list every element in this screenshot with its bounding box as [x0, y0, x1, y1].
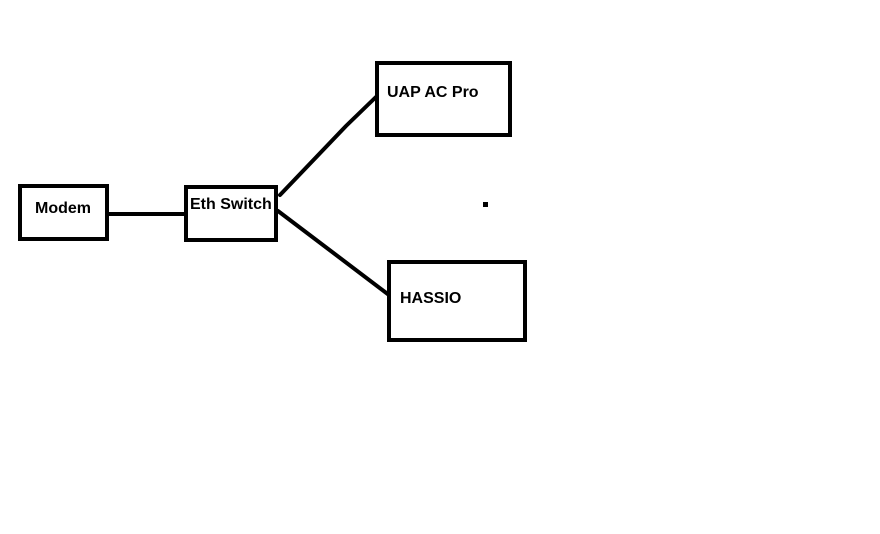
- node-eth-switch-box: [184, 185, 278, 242]
- node-eth-switch: Eth Switch: [184, 185, 278, 242]
- node-modem-label: Modem: [35, 200, 91, 217]
- node-hassio: HASSIO: [387, 260, 527, 342]
- node-uap-ac-pro-box: [375, 61, 512, 137]
- node-modem-box: [18, 184, 109, 241]
- node-uap-ac-pro: UAP AC Pro: [375, 61, 512, 137]
- stray-dot: [483, 202, 488, 207]
- node-hassio-label: HASSIO: [400, 290, 461, 307]
- node-hassio-box: [387, 260, 527, 342]
- node-uap-ac-pro-label: UAP AC Pro: [387, 84, 479, 101]
- node-eth-switch-label: Eth Switch: [190, 196, 272, 213]
- edge-switch-to-uap: [278, 94, 379, 197]
- node-modem: Modem: [18, 184, 109, 241]
- edge-switch-to-hassio: [276, 209, 391, 297]
